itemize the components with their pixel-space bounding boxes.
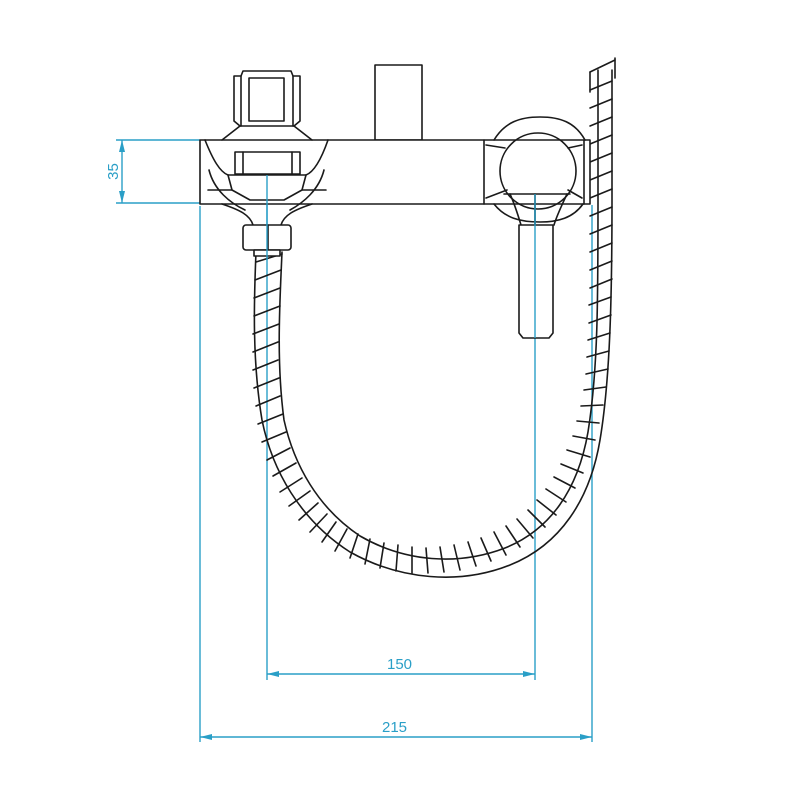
dimension-label-inlet-spacing: 150 — [387, 656, 413, 673]
shower-hose — [252, 57, 616, 578]
mixer-handle — [483, 116, 586, 339]
dimension-label-overall-width: 215 — [382, 719, 408, 736]
dimension-label-body-height: 35 — [104, 163, 122, 180]
